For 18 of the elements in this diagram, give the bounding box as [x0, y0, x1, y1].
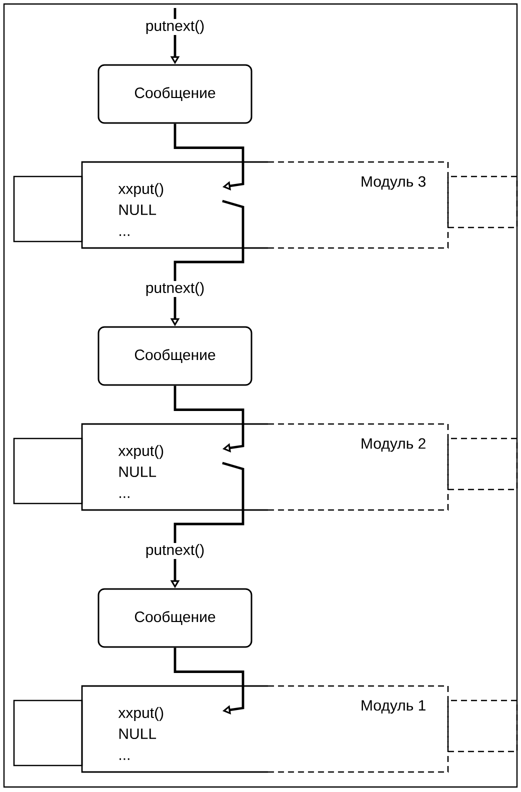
field-list: xxput() NULL ...	[118, 707, 164, 760]
empty-box	[13, 176, 83, 242]
arrow	[174, 386, 244, 453]
edge-label: putnext()	[144, 19, 206, 35]
message-box: Сообщение	[98, 326, 252, 386]
edge-label: putnext()	[144, 281, 206, 297]
empty-box	[447, 700, 518, 752]
empty-box	[447, 438, 518, 490]
edge-label: putnext()	[144, 543, 206, 559]
arrow	[174, 124, 244, 191]
field-list: xxput() NULL ...	[118, 183, 164, 236]
field-list: xxput() NULL ...	[118, 445, 164, 498]
arrow	[174, 648, 244, 715]
empty-box	[447, 176, 518, 228]
empty-box	[13, 438, 83, 504]
empty-box	[13, 700, 83, 766]
message-box: Сообщение	[98, 64, 252, 124]
message-box: Сообщение	[98, 588, 252, 648]
